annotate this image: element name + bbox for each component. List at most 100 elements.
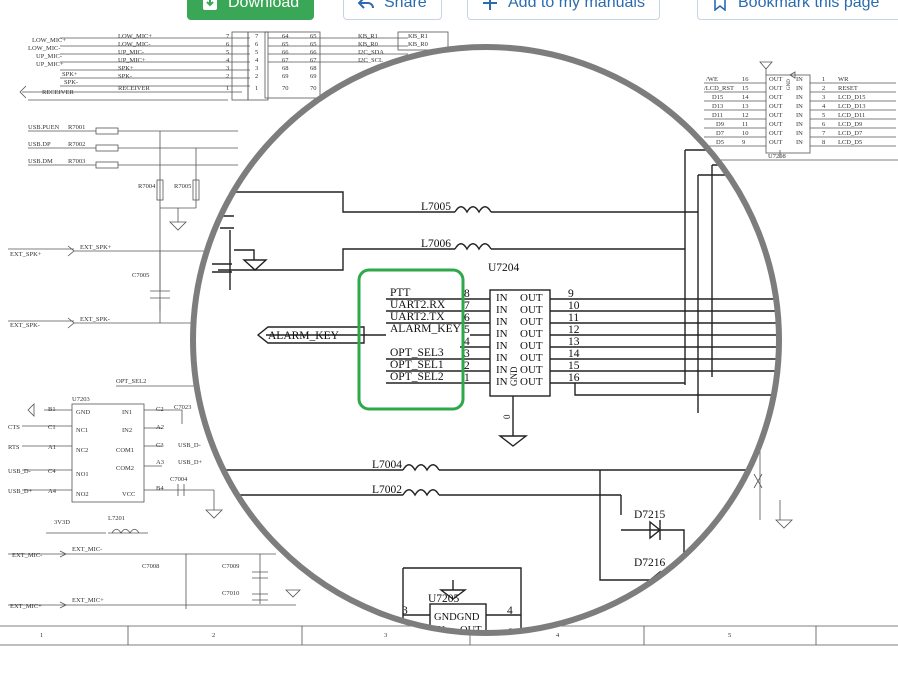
bg-c7023: C7023 xyxy=(174,404,191,411)
u7204-out-pin: 9 xyxy=(568,288,574,300)
signal-uart2-rx: UART2.RX xyxy=(390,299,446,311)
zoomed-labels: L7005 L7006 U7204 ALARM_KEY PTT UART2.RX… xyxy=(268,201,754,633)
u7204-out-pin: 16 xyxy=(568,372,580,384)
u7208-block xyxy=(704,61,896,154)
u7204-out-pin: 12 xyxy=(568,324,580,336)
bg-ext-spk-minus-2: EXT_SPK- xyxy=(80,316,110,323)
add-to-manuals-label: Add to my manuals xyxy=(508,0,645,11)
bg-net: D13 xyxy=(712,103,723,110)
signal-alarm-key: ALARM_KEY xyxy=(390,323,462,335)
bg-pin-name: IN xyxy=(796,85,803,92)
d7215-label: D7215 xyxy=(634,509,666,521)
bg-pin: 7 xyxy=(255,33,259,40)
bg-pin: C1 xyxy=(48,424,56,431)
bg-c7005: C7005 xyxy=(132,272,149,279)
bg-pin-name: NO1 xyxy=(76,471,89,478)
bg-net: LCD_D5 xyxy=(838,139,862,146)
bg-ext-mic-minus-2: EXT_MIC- xyxy=(72,546,102,553)
frame-col-label: 1 xyxy=(40,632,43,639)
bg-pin-name: IN xyxy=(796,121,803,128)
download-label: Download xyxy=(228,0,300,11)
bg-net: LCD_D11 xyxy=(838,112,865,119)
bg-pin: A2 xyxy=(156,424,164,431)
bg-net: I2C_SCL xyxy=(358,57,383,64)
add-to-manuals-button[interactable]: Add to my manuals xyxy=(467,0,660,20)
u7204-out-name: OUT xyxy=(520,316,543,328)
bg-pin-name: OUT xyxy=(769,103,782,110)
bg-pin: 3 xyxy=(226,65,229,72)
frame-col-label: 5 xyxy=(728,632,731,639)
bg-pin-name: IN xyxy=(796,94,803,101)
bg-net: RESET xyxy=(838,85,858,92)
bg-pin: A3 xyxy=(156,459,164,466)
bg-ext-mic-plus: EXT_MIC+ xyxy=(10,603,42,610)
bg-pin: 7 xyxy=(822,130,826,137)
bg-net: /LCD_RST xyxy=(704,85,734,92)
alarm-key-flag: ALARM_KEY xyxy=(268,330,340,342)
bg-pin: A1 xyxy=(48,444,56,451)
bg-pin-name: IN xyxy=(796,112,803,119)
share-button[interactable]: Share xyxy=(343,0,442,20)
bookmark-label: Bookmark this page xyxy=(738,0,880,11)
bg-net: LCD_D9 xyxy=(838,121,862,128)
bg-pin: 4 xyxy=(255,57,259,64)
bg-pin-name: OUT xyxy=(769,76,782,83)
top-left-connector xyxy=(19,31,449,101)
u7205-pin: 3 xyxy=(402,605,408,617)
u7204-label: U7204 xyxy=(488,262,520,274)
highlight-box xyxy=(357,268,465,411)
bg-usb-dm: USB.DM xyxy=(28,158,53,165)
bg-c7010: C7010 xyxy=(222,590,239,597)
bg-pin: 2 xyxy=(822,85,825,92)
bg-pin: 68 xyxy=(282,65,289,72)
bookmark-button[interactable]: Bookmark this page xyxy=(697,0,898,20)
u7204-out-pin: 15 xyxy=(568,360,580,372)
plus-icon xyxy=(483,0,497,10)
bg-pin: 12 xyxy=(742,112,749,119)
bg-rts: RTS xyxy=(8,444,20,451)
bg-c7008: C7008 xyxy=(142,563,159,570)
bg-pin: 5 xyxy=(255,49,258,56)
bg-net: LCD_D15 xyxy=(838,94,865,101)
u7204-in-name: IN xyxy=(496,340,508,352)
bg-ext-spk-plus-2: EXT_SPK+ xyxy=(80,244,112,251)
signal-opt-sel1: OPT_SEL1 xyxy=(390,359,444,371)
bg-net: KB_R0 xyxy=(408,41,428,48)
bg-pin: 11 xyxy=(742,121,748,128)
u7204-in-name: IN xyxy=(496,316,508,328)
u7204-in-name: IN xyxy=(496,364,508,376)
bg-pin: 66 xyxy=(282,49,289,56)
bg-net: LCD_D7 xyxy=(838,130,863,137)
bg-pin: 70 xyxy=(310,85,317,92)
bg-pin-name: NO2 xyxy=(76,491,89,498)
bg-opt-sel2: OPT_SEL2 xyxy=(116,378,146,385)
bg-pin: 69 xyxy=(282,73,289,80)
u7205-gnd: GNDGND xyxy=(434,612,480,623)
bg-pin-name: GND xyxy=(76,409,90,416)
bg-u7208-gnd: GND xyxy=(787,79,792,90)
download-button[interactable]: Download xyxy=(187,0,315,20)
share-label: Share xyxy=(384,0,427,11)
bg-pin: 1 xyxy=(255,85,258,92)
bg-net-receiver: RECEIVER xyxy=(42,89,74,96)
bg-pin: C3 xyxy=(156,442,164,449)
bg-net-spk-minus: SPK- xyxy=(64,79,78,86)
bg-ext-spk-plus: EXT_SPK+ xyxy=(10,251,42,258)
u7204-out-name: OUT xyxy=(520,304,543,316)
frame-col-label: 4 xyxy=(556,632,560,639)
u7204-in-pin: 7 xyxy=(464,300,470,312)
u7204-in-name: IN xyxy=(496,352,508,364)
bg-net: WR xyxy=(838,76,849,83)
u7204-in-pin: 2 xyxy=(464,360,470,372)
u7204-out-pin: 13 xyxy=(568,336,580,348)
bg-c7009: C7009 xyxy=(222,563,239,570)
u7203-block xyxy=(22,385,223,534)
bg-usb-d-plus: USB_D+ xyxy=(8,488,33,495)
l7005-label: L7005 xyxy=(421,201,451,213)
bg-pin-name: IN1 xyxy=(122,409,132,416)
u7204-in-name: IN xyxy=(496,292,508,304)
bg-pin: 10 xyxy=(742,130,749,137)
bg-pin: 5 xyxy=(226,49,229,56)
bg-r7003: R7003 xyxy=(68,158,85,165)
